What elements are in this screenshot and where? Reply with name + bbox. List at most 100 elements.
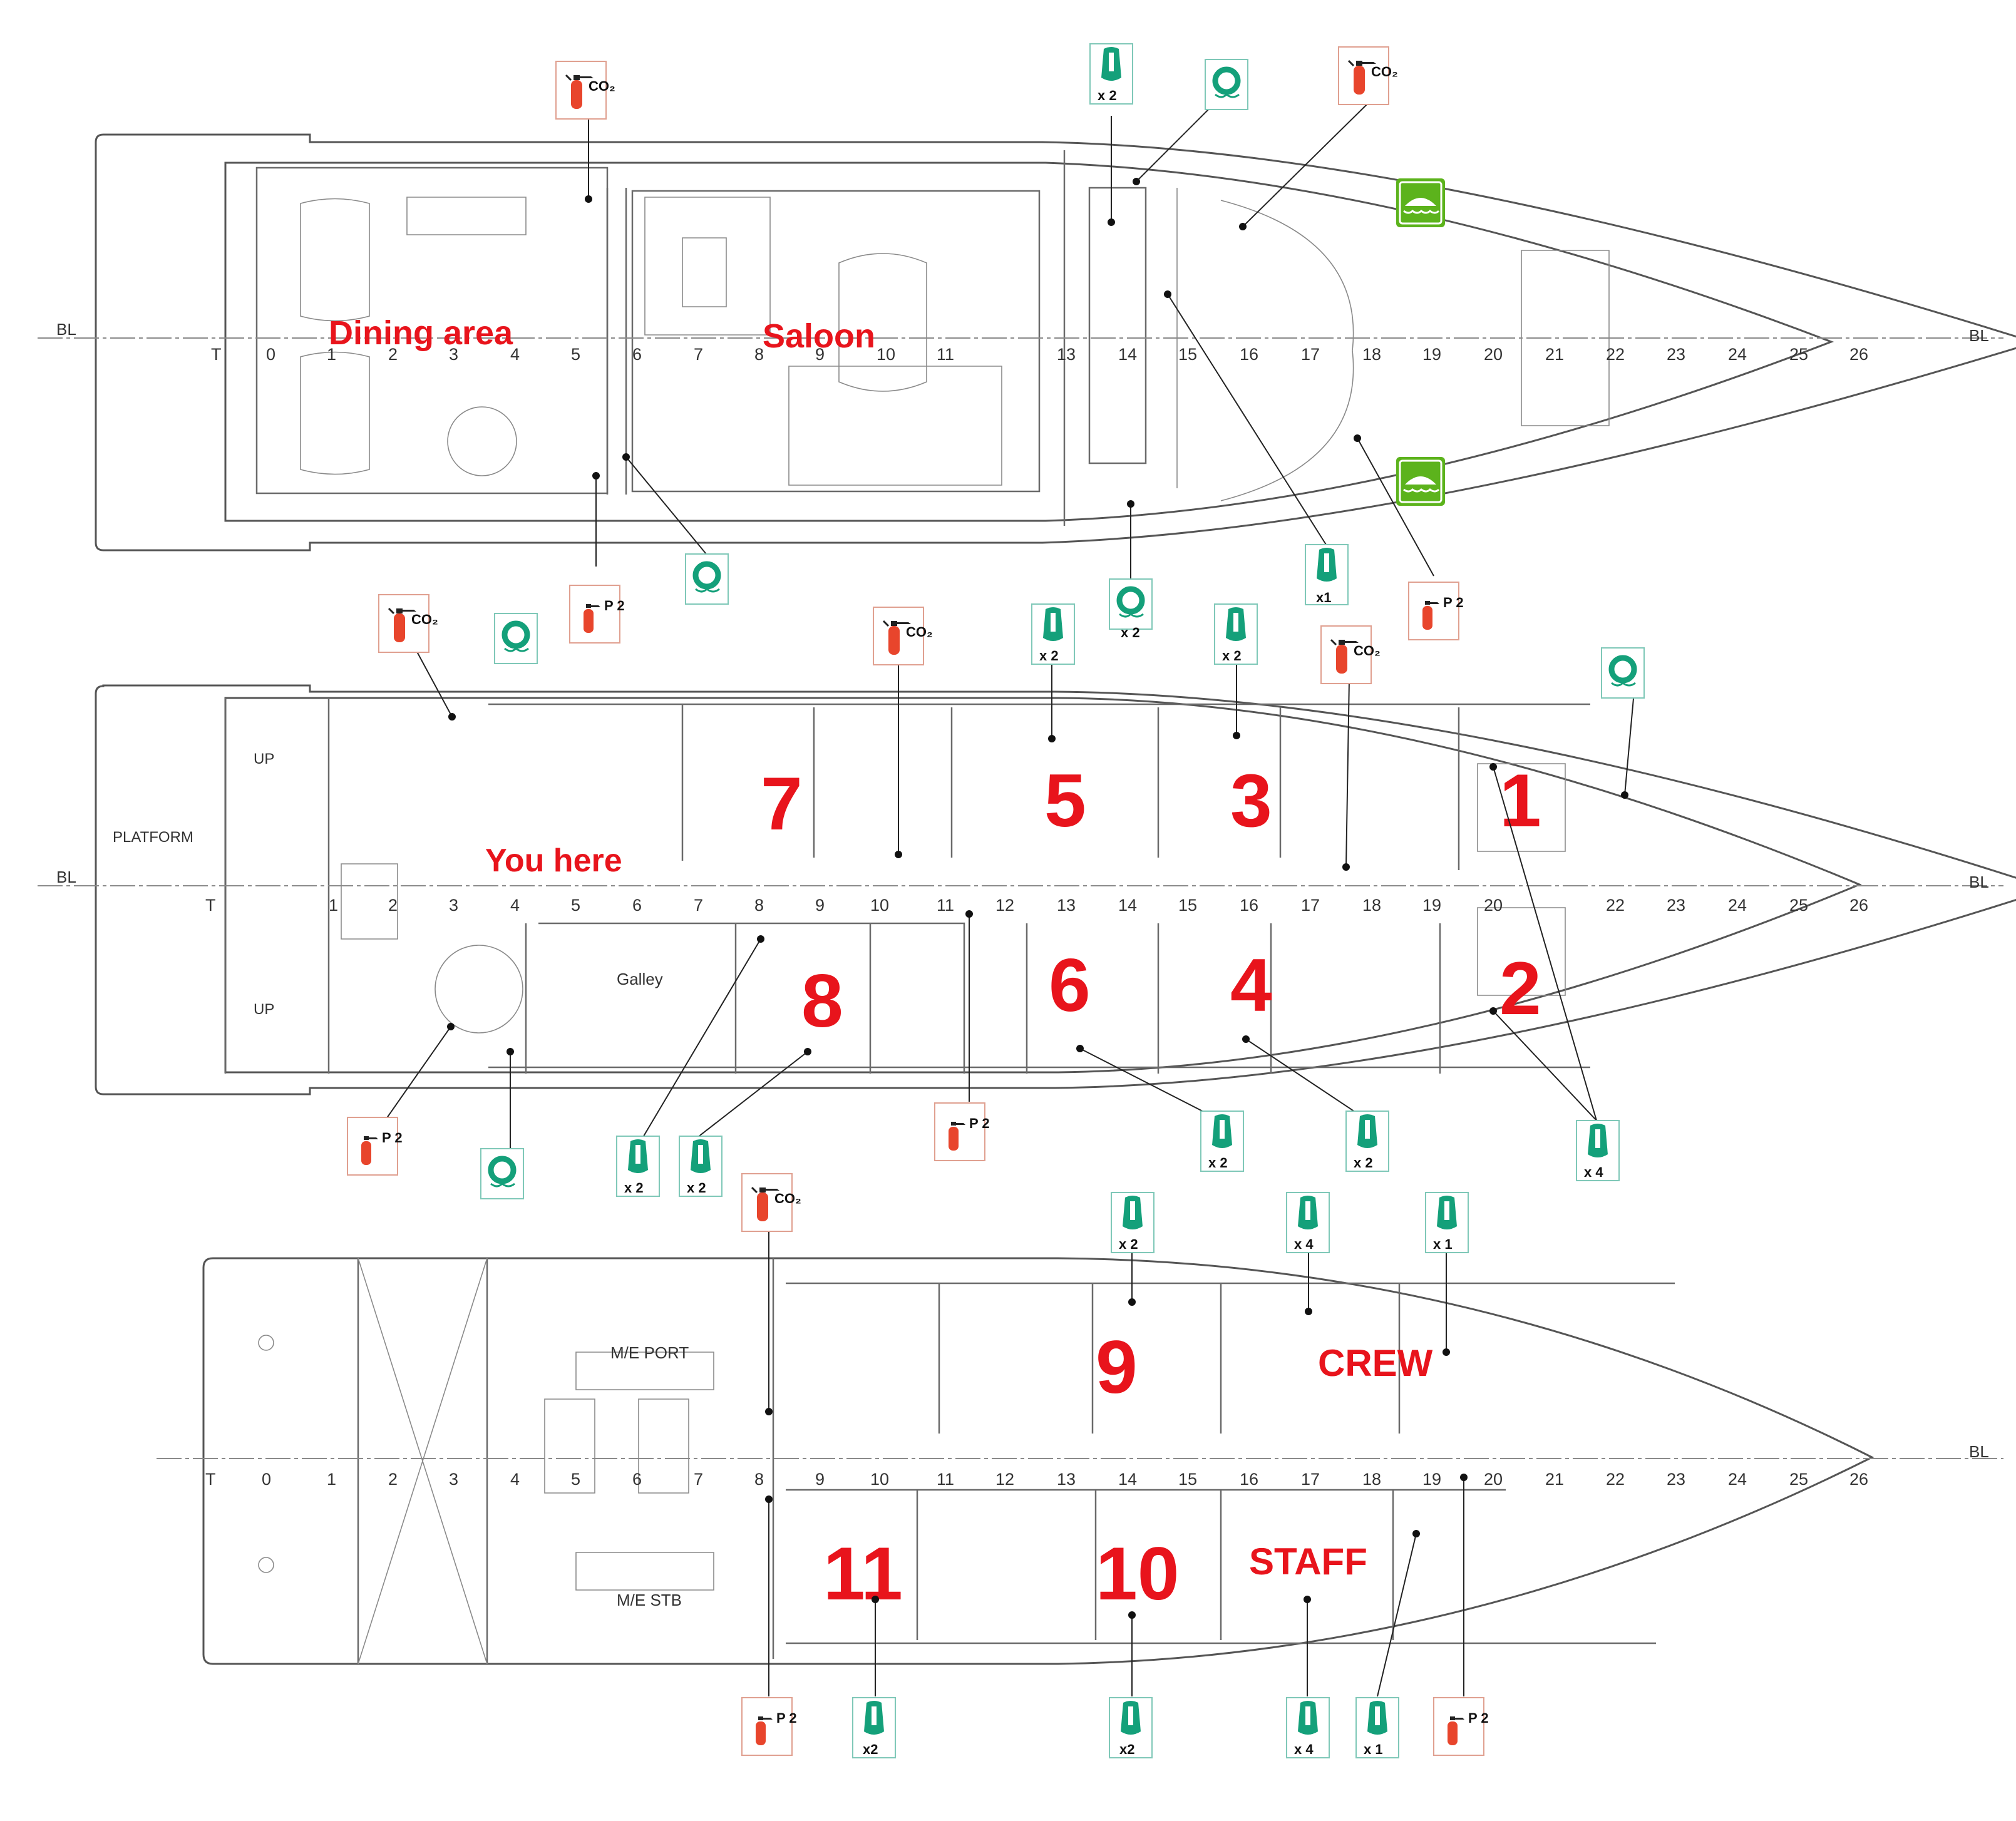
frame-number: 11	[937, 345, 954, 364]
cabin-3-label: 3	[1230, 759, 1272, 843]
cabin-8-label: 8	[801, 959, 843, 1043]
quantity-label: x 2	[687, 1180, 706, 1196]
quantity-label: x 2	[624, 1180, 644, 1196]
frame-number: 16	[1240, 1470, 1258, 1489]
frame-number: 18	[1362, 896, 1381, 915]
saloon-label: Saloon	[763, 317, 875, 355]
frame-number: 13	[1057, 896, 1076, 915]
frame-number: T	[211, 345, 222, 364]
life-ring-icon	[1205, 59, 1248, 110]
frame-number: 15	[1178, 1470, 1197, 1489]
quantity-label: x 2	[1119, 1236, 1138, 1252]
frame-number: 19	[1422, 345, 1441, 364]
frame-number: 23	[1667, 896, 1685, 915]
platform-label: PLATFORM	[113, 829, 193, 846]
powder-extinguisher-icon	[1408, 582, 1459, 640]
frame-number: 8	[754, 1470, 764, 1489]
quantity-label: x 2	[1098, 88, 1117, 103]
frame-number: 22	[1606, 345, 1625, 364]
life-ring-icon	[481, 1149, 523, 1199]
frame-number: 8	[754, 345, 764, 364]
engine-stb-label: M/E STB	[617, 1591, 682, 1609]
life-ring-icon	[1602, 648, 1644, 698]
frame-number: 13	[1057, 345, 1076, 364]
quantity-label: x 4	[1584, 1164, 1603, 1180]
frame-number: 5	[571, 896, 580, 915]
frame-number: 6	[632, 1470, 642, 1489]
quantity-label: x 2	[1208, 1155, 1228, 1171]
co2-label: CO₂	[774, 1191, 801, 1206]
frame-number: 2	[388, 1470, 398, 1489]
co2-label: CO₂	[589, 78, 615, 94]
quantity-label: x1	[1316, 590, 1331, 605]
main-deck: BL BL PLATFORM UP UP Galley You here 7 5…	[38, 593, 2016, 1199]
life-ring-icon	[1109, 579, 1152, 629]
frame-number: 3	[449, 1470, 458, 1489]
frame-number: 22	[1606, 896, 1625, 915]
frame-number: 4	[510, 896, 520, 915]
quantity-label: x2	[1119, 1741, 1134, 1757]
frame-number: 9	[815, 896, 825, 915]
main-bl-left: BL	[56, 868, 76, 886]
quantity-label: x 4	[1294, 1236, 1314, 1252]
quantity-label: x 1	[1433, 1236, 1453, 1252]
cabin-11-label: 11	[823, 1532, 903, 1616]
frame-number: 25	[1789, 1470, 1808, 1489]
cabin-7-label: 7	[761, 762, 803, 846]
main-frame-numbers: T 1 2 3 4 5 6 7 8 9 10 11 12 13 14 15 16…	[205, 896, 1868, 915]
frame-number: 10	[870, 1470, 889, 1489]
upper-deck: BL BL Dining area Saloon T 0 1 2 3 4 5 6…	[38, 43, 2016, 644]
frame-number: 1	[327, 1470, 336, 1489]
frame-number: 10	[870, 896, 889, 915]
frame-number: 26	[1849, 345, 1868, 364]
life-raft-icon	[1395, 177, 1446, 228]
frame-number: 7	[694, 896, 703, 915]
frame-number: 13	[1057, 1470, 1076, 1489]
cabin-6-label: 6	[1049, 943, 1091, 1027]
frame-number: 9	[815, 1470, 825, 1489]
frame-number: 3	[449, 345, 458, 364]
frame-number: 11	[937, 896, 954, 915]
cabin-5-label: 5	[1044, 759, 1086, 843]
frame-number: 21	[1545, 1470, 1564, 1489]
lower-deck: BL M/E PORT M/E STB 9 11 10 CREW STAFF T…	[157, 1172, 2003, 1758]
frame-number: 24	[1728, 1470, 1747, 1489]
frame-number: 14	[1118, 1470, 1137, 1489]
frame-number: 1	[329, 896, 338, 915]
quantity-label: x 2	[1121, 625, 1140, 640]
frame-number: 18	[1362, 1470, 1381, 1489]
dining-area-label: Dining area	[329, 314, 513, 352]
co2-label: CO₂	[411, 612, 438, 627]
frame-number: 5	[571, 1470, 580, 1489]
cabin-1-label: 1	[1499, 759, 1541, 843]
upper-bl-left: BL	[56, 320, 76, 339]
frame-number: 20	[1484, 345, 1503, 364]
frame-number: 15	[1178, 896, 1197, 915]
frame-number: 7	[694, 1470, 703, 1489]
cabin-9-label: 9	[1096, 1325, 1138, 1409]
p2-label: P 2	[776, 1710, 797, 1726]
frame-number: 14	[1118, 896, 1137, 915]
frame-number: 6	[632, 345, 642, 364]
staff-label: STAFF	[1249, 1541, 1367, 1582]
frame-number: 8	[754, 896, 764, 915]
p2-label: P 2	[1443, 595, 1464, 610]
frame-number: 17	[1301, 1470, 1320, 1489]
quantity-label: x 2	[1039, 648, 1059, 664]
powder-extinguisher-icon	[934, 1102, 985, 1161]
up-label-bottom: UP	[254, 1001, 274, 1018]
quantity-label: x 1	[1364, 1741, 1383, 1757]
co2-label: CO₂	[1354, 643, 1381, 659]
lower-frame-numbers: T 0 1 2 3 4 5 6 7 8 9 10 11 12 13 14 15 …	[205, 1470, 1868, 1489]
frame-number: 6	[632, 896, 642, 915]
p2-label: P 2	[604, 598, 625, 613]
frame-number: 25	[1789, 896, 1808, 915]
frame-number: 17	[1301, 345, 1320, 364]
frame-number: 15	[1178, 345, 1197, 364]
frame-number: T	[205, 1470, 216, 1489]
frame-number: 21	[1545, 345, 1564, 364]
p2-label: P 2	[382, 1130, 403, 1146]
frame-number: 22	[1606, 1470, 1625, 1489]
cabin-4-label: 4	[1230, 943, 1272, 1027]
